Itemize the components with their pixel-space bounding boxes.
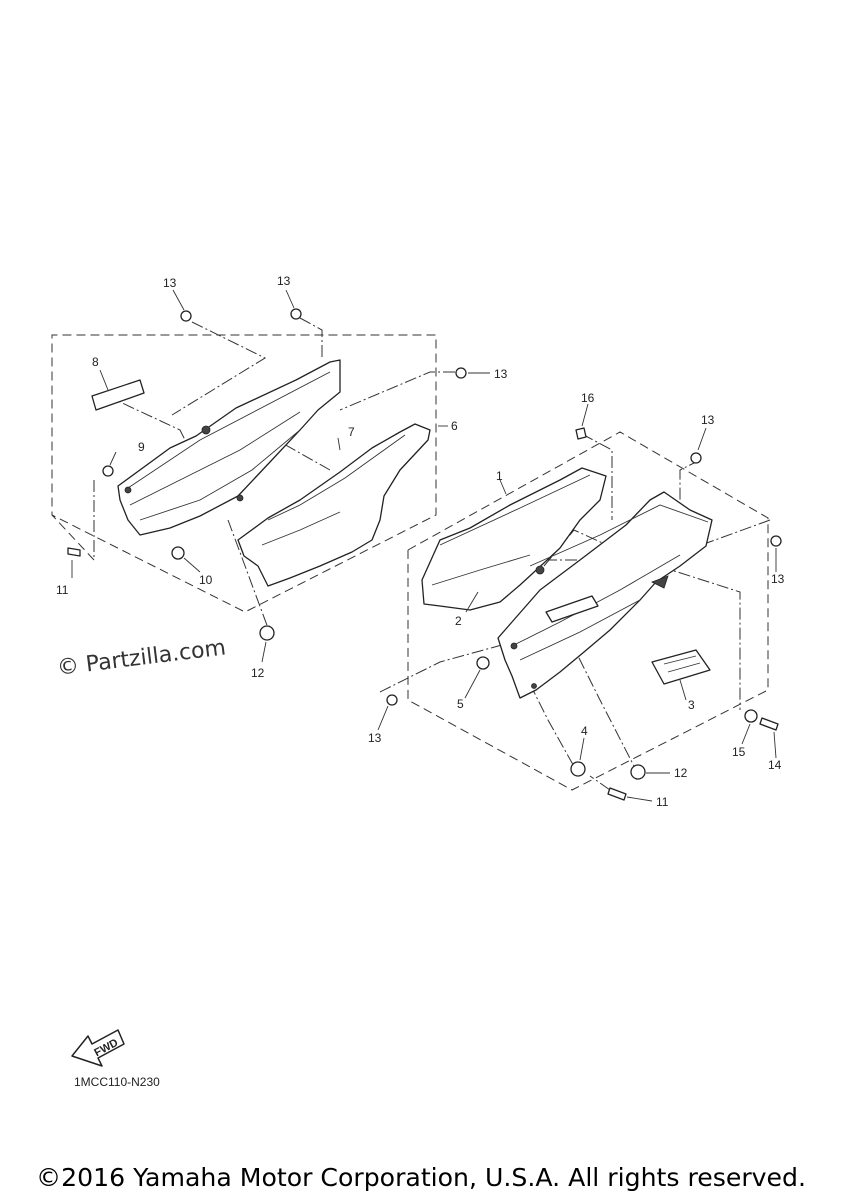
- callout-13: 13: [701, 413, 715, 427]
- grommet-12a: [259, 625, 275, 641]
- callout-8: 8: [92, 355, 99, 369]
- left-inner-panel: [237, 423, 431, 587]
- screw-14: [759, 717, 779, 731]
- copyright-notice: ©2016 Yamaha Motor Corporation, U.S.A. A…: [36, 1163, 806, 1192]
- callout-labels: 13 13 13 8 9 7 6 11 10 12 16 1 13 13 2 5…: [56, 274, 785, 809]
- fwd-label: FWD: [92, 1037, 120, 1059]
- callout-15: 15: [732, 745, 746, 759]
- left-side-cover: [117, 359, 341, 536]
- clip-13f: [386, 694, 398, 706]
- right-side-cover: [497, 491, 713, 699]
- bolt-11a: [67, 547, 81, 557]
- callout-9: 9: [138, 440, 145, 454]
- callout-4: 4: [581, 724, 588, 738]
- callout-12: 12: [674, 766, 688, 780]
- callout-3: 3: [688, 698, 695, 712]
- clip-13a: [180, 310, 192, 322]
- damper-10: [171, 546, 185, 560]
- callout-13: 13: [163, 276, 177, 290]
- left-emblem: [91, 379, 145, 411]
- nut-9: [102, 465, 114, 477]
- callout-11: 11: [56, 583, 69, 597]
- left-side-cover-assembly: [51, 289, 490, 663]
- clip-13d: [690, 452, 702, 464]
- callout-14: 14: [768, 758, 782, 772]
- grommet-12b: [630, 764, 646, 780]
- clip-13e: [770, 535, 782, 547]
- callout-13: 13: [277, 274, 291, 288]
- clip-13b: [290, 308, 302, 320]
- right-hardware: [386, 427, 782, 801]
- callout-5: 5: [457, 697, 464, 711]
- callout-13: 13: [494, 367, 508, 381]
- right-emblem: [651, 649, 711, 685]
- bolt-11b: [607, 787, 627, 801]
- washer-15: [744, 709, 758, 723]
- callout-13: 13: [771, 572, 785, 586]
- forward-arrow-icon: FWD: [71, 1029, 125, 1067]
- clip-16: [575, 427, 587, 440]
- callout-16: 16: [581, 391, 595, 405]
- left-hardware: [67, 308, 467, 641]
- callout-11: 11: [656, 795, 669, 809]
- grommet-4: [570, 761, 586, 777]
- callout-10: 10: [199, 573, 213, 587]
- callout-6: 6: [451, 419, 458, 433]
- clip-13c: [455, 367, 467, 379]
- callout-2: 2: [455, 614, 462, 628]
- watermark-text: © Partzilla.com: [56, 635, 228, 681]
- right-inner-panel: [421, 467, 607, 611]
- callout-13: 13: [368, 731, 382, 745]
- drawing-code: 1MCC110-N230: [74, 1075, 160, 1089]
- damper-5: [476, 656, 490, 670]
- callout-1: 1: [496, 469, 503, 483]
- callout-12: 12: [251, 666, 265, 680]
- right-side-cover-assembly: [377, 403, 782, 802]
- callout-7: 7: [348, 425, 355, 439]
